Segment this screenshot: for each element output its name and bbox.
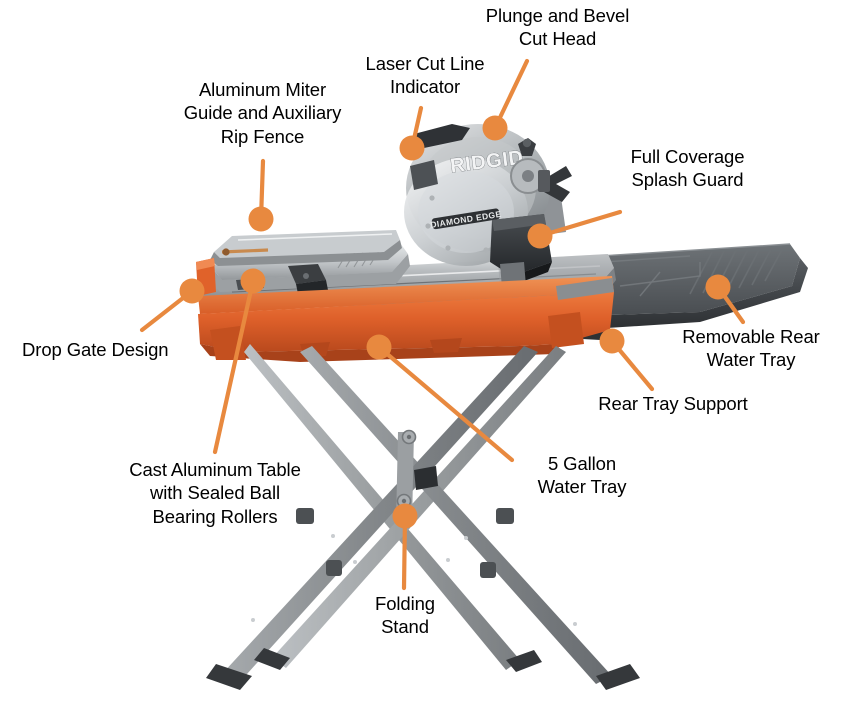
cast-aluminum-table-art <box>196 230 410 296</box>
callout-dot-cast-aluminum-table-bearing-rollers[interactable] <box>240 268 266 294</box>
callout-leader-line-five-gallon-water-tray <box>376 344 515 463</box>
callout-dot-aluminum-miter-guide-rip-fence[interactable] <box>248 206 274 232</box>
callout-dot-full-coverage-splash-guard[interactable] <box>527 223 553 249</box>
callout-label-removable-rear-water-tray: Removable Rear Water Tray <box>682 326 820 371</box>
folding-stand-art <box>206 344 640 690</box>
callout-dot-plunge-bevel-cut-head[interactable] <box>482 115 508 141</box>
callout-leader-line-cast-aluminum-table-bearing-rollers <box>212 278 256 455</box>
callout-label-plunge-bevel-cut-head: Plunge and Bevel Cut Head <box>485 5 630 50</box>
bevel-knob-art <box>538 166 572 202</box>
callout-label-five-gallon-water-tray: 5 Gallon Water Tray <box>537 453 627 498</box>
callout-label-full-coverage-splash-guard: Full Coverage Splash Guard <box>630 146 745 191</box>
callout-dot-folding-stand[interactable] <box>392 503 418 529</box>
callout-leaders <box>139 58 746 591</box>
callout-dot-laser-cut-line-indicator[interactable] <box>399 135 425 161</box>
callout-label-rear-tray-support: Rear Tray Support <box>598 393 748 414</box>
callout-dot-drop-gate-design[interactable] <box>179 278 205 304</box>
callout-label-folding-stand: Folding Stand <box>375 593 435 638</box>
callout-label-laser-cut-line-indicator: Laser Cut Line Indicator <box>365 53 485 98</box>
callout-label-aluminum-miter-guide-rip-fence: Aluminum Miter Guide and Auxiliary Rip F… <box>183 79 342 147</box>
callout-dot-five-gallon-water-tray[interactable] <box>366 334 392 360</box>
callout-label-cast-aluminum-table: Cast Aluminum Table with Sealed Ball Bea… <box>129 459 301 527</box>
cut-head-art: DIAMOND EDGE RIDGID <box>404 124 572 288</box>
callout-label-drop-gate-design: Drop Gate Design <box>22 339 169 360</box>
callout-leader-line-full-coverage-splash-guard <box>537 209 623 239</box>
callout-dot-rear-tray-support[interactable] <box>599 328 625 354</box>
callout-dot-removable-rear-water-tray[interactable] <box>705 274 731 300</box>
